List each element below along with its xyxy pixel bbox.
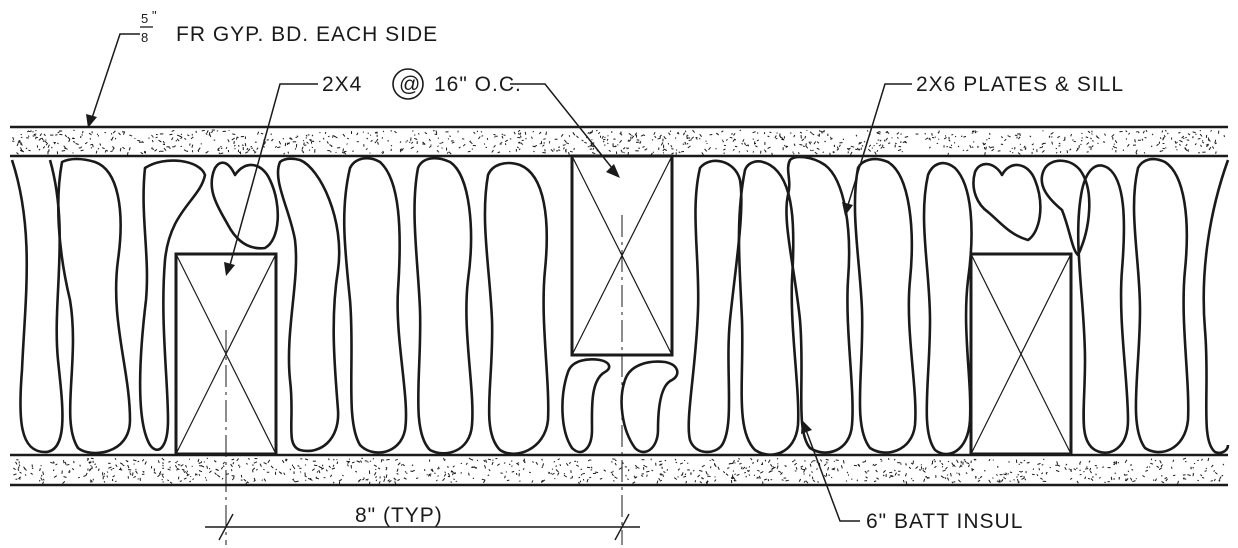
batt-loop	[413, 156, 474, 455]
batt-loop	[620, 360, 679, 454]
batt-loop	[687, 159, 743, 454]
gyp-board-inch-mark: "	[152, 8, 157, 23]
stud-label-suffix: 16" O.C.	[434, 73, 522, 96]
gyp-board-label: 5 8 " FR GYP. BD. EACH SIDE	[140, 8, 438, 46]
stud-label: 2X4 @ 16" O.C.	[322, 68, 522, 100]
leader-stud-center	[510, 83, 620, 178]
batt-loop	[276, 157, 341, 453]
leader-gyp-board	[86, 33, 140, 128]
stud-left	[174, 252, 278, 456]
batt-loop	[1040, 159, 1091, 257]
stud-label-at: @	[399, 73, 421, 96]
batt-loop	[853, 157, 917, 454]
batt-insulation	[10, 155, 1230, 456]
batt-loop	[1202, 159, 1230, 455]
batt-loop	[785, 155, 854, 454]
dimension-label: 8" (TYP)	[355, 504, 443, 527]
gyp-board-bottom-stipple	[13, 457, 1225, 486]
batt-loop	[922, 161, 973, 456]
stud-right	[969, 252, 1073, 456]
batt-loop	[210, 161, 280, 250]
batt-loop	[561, 358, 611, 454]
insulation-label: 6" BATT INSUL	[866, 510, 1023, 533]
leader-insulation	[801, 420, 860, 522]
leader-plates	[842, 83, 912, 216]
batt-loop	[737, 160, 800, 456]
batt-loop	[10, 159, 64, 454]
batt-loop	[138, 159, 207, 451]
dimension-line	[205, 513, 640, 541]
gyp-board-fraction-denominator: 8	[141, 30, 148, 45]
batt-loop	[56, 157, 132, 455]
batt-loop	[972, 162, 1042, 242]
stud-center-lines	[225, 215, 623, 545]
gyp-board-fraction-numerator: 5	[141, 11, 148, 26]
batt-loop	[1076, 164, 1130, 454]
gyp-board-top	[10, 125, 1228, 158]
gyp-board-top-stipple	[12, 129, 1225, 156]
stud-label-prefix: 2X4	[322, 73, 362, 96]
batt-loop	[342, 156, 408, 454]
leader-stud-left	[224, 83, 318, 276]
batt-loop	[1132, 157, 1190, 454]
gyp-board-bottom	[10, 453, 1228, 487]
batt-loop	[483, 161, 550, 456]
gyp-board-text: FR GYP. BD. EACH SIDE	[176, 23, 438, 46]
plates-label: 2X6 PLATES & SILL	[916, 73, 1124, 96]
